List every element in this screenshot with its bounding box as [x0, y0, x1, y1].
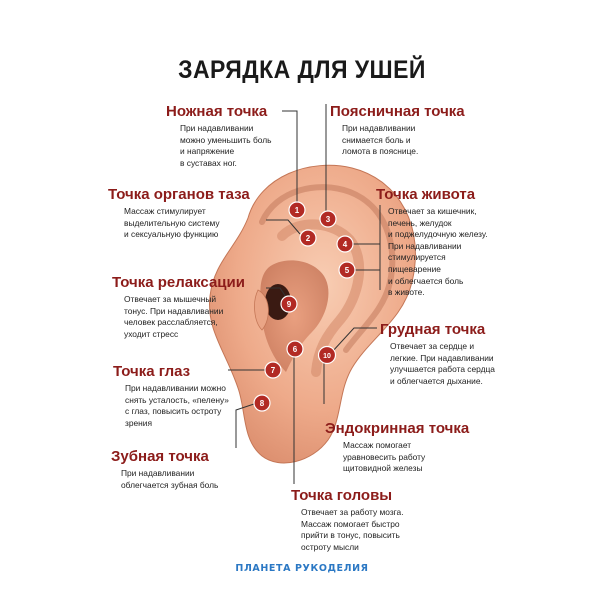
- point-3[interactable]: 3: [319, 210, 337, 228]
- svg-text:3: 3: [326, 215, 331, 224]
- label-head-text: Отвечает за работу мозга. Массаж помогае…: [301, 507, 404, 552]
- label-relax-point: Точка релаксации Отвечает за мышечный то…: [112, 274, 245, 340]
- label-head-heading: Точка головы: [291, 487, 393, 504]
- label-dental-point: Зубная точка При надавливании облегчаетс…: [111, 448, 218, 491]
- svg-text:2: 2: [306, 234, 311, 243]
- label-pelvic-text: Массаж стимулирует выделительную систему…: [124, 206, 220, 240]
- line-pelvic: [266, 219, 301, 235]
- line-dental: [235, 403, 255, 448]
- footer-brand[interactable]: ПЛАНЕТА РУКОДЕЛИЯ: [235, 563, 369, 574]
- point-markers: 1 2 3 4 5 6 7 8 9 10: [253, 201, 356, 412]
- label-abdomen-heading: Точка живота: [376, 186, 476, 203]
- line-chest: [331, 327, 377, 353]
- page-title: ЗАРЯДКА ДЛЯ УШЕЙ: [178, 56, 426, 84]
- label-foot-point: Ножная точка При надавливании можно умен…: [166, 103, 271, 169]
- svg-text:4: 4: [343, 240, 348, 249]
- label-lumbar-text: При надавливании снимается боль и ломота…: [342, 123, 419, 157]
- point-4[interactable]: 4: [336, 235, 354, 253]
- svg-text:8: 8: [260, 399, 265, 408]
- line-foot: [282, 110, 298, 205]
- label-chest-point: Грудная точка Отвечает за сердце и легки…: [380, 321, 495, 387]
- label-foot-heading: Ножная точка: [166, 103, 268, 120]
- point-7[interactable]: 7: [264, 361, 282, 379]
- connector-lines: [228, 104, 381, 484]
- label-endocrine-text: Массаж помогает уравновесить работу щито…: [343, 440, 426, 474]
- label-pelvic-point: Точка органов таза Массаж стимулирует вы…: [108, 186, 250, 241]
- label-pelvic-heading: Точка органов таза: [108, 186, 250, 203]
- label-abdomen-text: Отвечает за кишечник, печень, желудок и …: [388, 206, 488, 298]
- point-8[interactable]: 8: [253, 394, 271, 412]
- svg-text:10: 10: [323, 353, 331, 360]
- svg-text:5: 5: [345, 266, 350, 275]
- label-eyes-point: Точка глаз При надавливании можно снять …: [113, 363, 229, 429]
- label-eyes-text: При надавливании можно снять усталость, …: [125, 383, 229, 428]
- label-relax-heading: Точка релаксации: [112, 274, 245, 291]
- label-lumbar-point: Поясничная точка При надавливании снимае…: [330, 103, 465, 158]
- svg-text:1: 1: [295, 206, 300, 215]
- svg-text:6: 6: [293, 345, 298, 354]
- label-relax-text: Отвечает за мышечный тонус. При надавлив…: [124, 294, 224, 339]
- ear-helix-fold: [259, 184, 396, 353]
- label-eyes-heading: Точка глаз: [113, 363, 191, 380]
- label-head-point: Точка головы Отвечает за работу мозга. М…: [291, 487, 404, 553]
- svg-text:7: 7: [271, 366, 276, 375]
- point-1[interactable]: 1: [288, 201, 306, 219]
- point-9[interactable]: 9: [280, 295, 298, 313]
- label-lumbar-heading: Поясничная точка: [330, 103, 465, 120]
- svg-text:9: 9: [287, 300, 292, 309]
- point-2[interactable]: 2: [299, 229, 317, 247]
- point-10[interactable]: 10: [317, 345, 337, 365]
- label-chest-heading: Грудная точка: [380, 321, 486, 338]
- label-dental-heading: Зубная точка: [111, 448, 209, 465]
- ear-tragus: [254, 289, 269, 331]
- label-endocrine-point: Эндокринная точка Массаж помогает уравно…: [325, 420, 469, 475]
- point-5[interactable]: 5: [338, 261, 356, 279]
- label-endocrine-heading: Эндокринная точка: [325, 420, 470, 437]
- point-6[interactable]: 6: [286, 340, 304, 358]
- label-foot-text: При надавливании можно уменьшить боль и …: [180, 123, 272, 168]
- label-chest-text: Отвечает за сердце и легкие. При надавли…: [390, 341, 495, 386]
- line-relax: [266, 287, 289, 301]
- label-abdomen-point: Точка живота Отвечает за кишечник, печен…: [376, 186, 488, 299]
- label-dental-text: При надавливании облегчается зубная боль: [121, 468, 219, 490]
